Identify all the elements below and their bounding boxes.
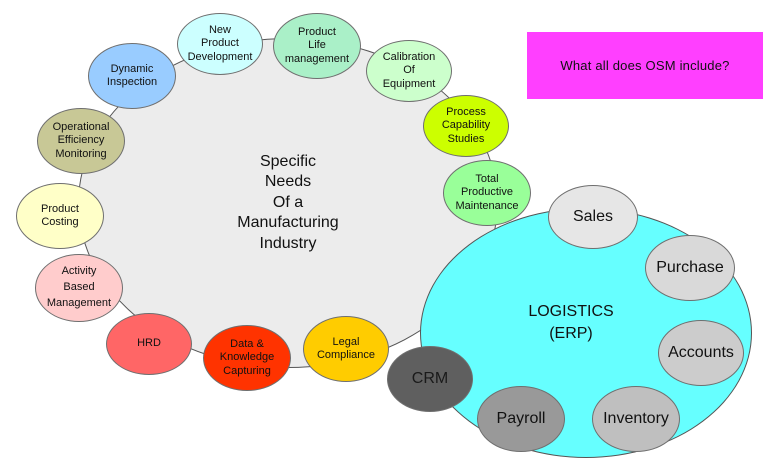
need-label: Operational Efficiency Monitoring	[52, 121, 110, 160]
need-data-knowledge-capturing: Data & Knowledge Capturing	[203, 325, 291, 391]
need-label: Legal Compliance	[316, 335, 376, 361]
erp-module-crm: CRM	[387, 346, 473, 412]
need-total-productive-maintenance: Total Productive Maintenance	[443, 160, 531, 226]
need-label: Product Costing	[41, 202, 79, 228]
erp-module-label: Sales	[572, 208, 614, 226]
erp-module-purchase: Purchase	[645, 235, 735, 301]
need-product-life-management: Product Life management	[273, 13, 361, 79]
need-legal-compliance: Legal Compliance	[303, 316, 389, 382]
need-new-product-development: New Product Development	[177, 13, 263, 75]
need-label: Activity Based Management	[46, 265, 112, 309]
erp-module-label: Payroll	[496, 410, 546, 428]
osm-question-callout: What all does OSM include?	[527, 32, 763, 99]
erp-module-accounts: Accounts	[658, 320, 744, 386]
need-label: HRD	[137, 337, 161, 350]
need-hrd: HRD	[106, 313, 192, 375]
osm-question-text: What all does OSM include?	[560, 58, 730, 73]
manufacturing-needs-label: Specific Needs Of a Manufacturing Indust…	[237, 152, 339, 252]
erp-module-inventory: Inventory	[592, 386, 680, 452]
need-label: New Product Development	[187, 24, 253, 63]
need-calibration-of-equipment: Calibration Of Equipment	[366, 40, 452, 102]
need-label: Process Capability Studies	[441, 106, 491, 145]
need-operational-efficiency-monitoring: Operational Efficiency Monitoring	[37, 108, 125, 174]
erp-module-label: Inventory	[603, 410, 669, 428]
erp-module-label: Accounts	[668, 344, 734, 362]
need-label: Total Productive Maintenance	[455, 173, 519, 212]
erp-module-sales: Sales	[548, 185, 638, 249]
need-process-capability-studies: Process Capability Studies	[423, 95, 509, 157]
need-dynamic-inspection: Dynamic Inspection	[88, 43, 176, 109]
erp-module-label: CRM	[411, 370, 449, 388]
need-label: Product Life management	[284, 26, 350, 65]
erp-module-payroll: Payroll	[477, 386, 565, 452]
need-label: Calibration Of Equipment	[382, 51, 436, 90]
logistics-erp-label: LOGISTICS (ERP)	[528, 303, 614, 342]
need-product-costing: Product Costing	[16, 183, 104, 249]
need-activity-based-management: Activity Based Management	[35, 254, 123, 322]
need-label: Dynamic Inspection	[106, 62, 158, 88]
erp-module-label: Purchase	[656, 259, 724, 277]
need-label: Data & Knowledge Capturing	[219, 338, 275, 377]
